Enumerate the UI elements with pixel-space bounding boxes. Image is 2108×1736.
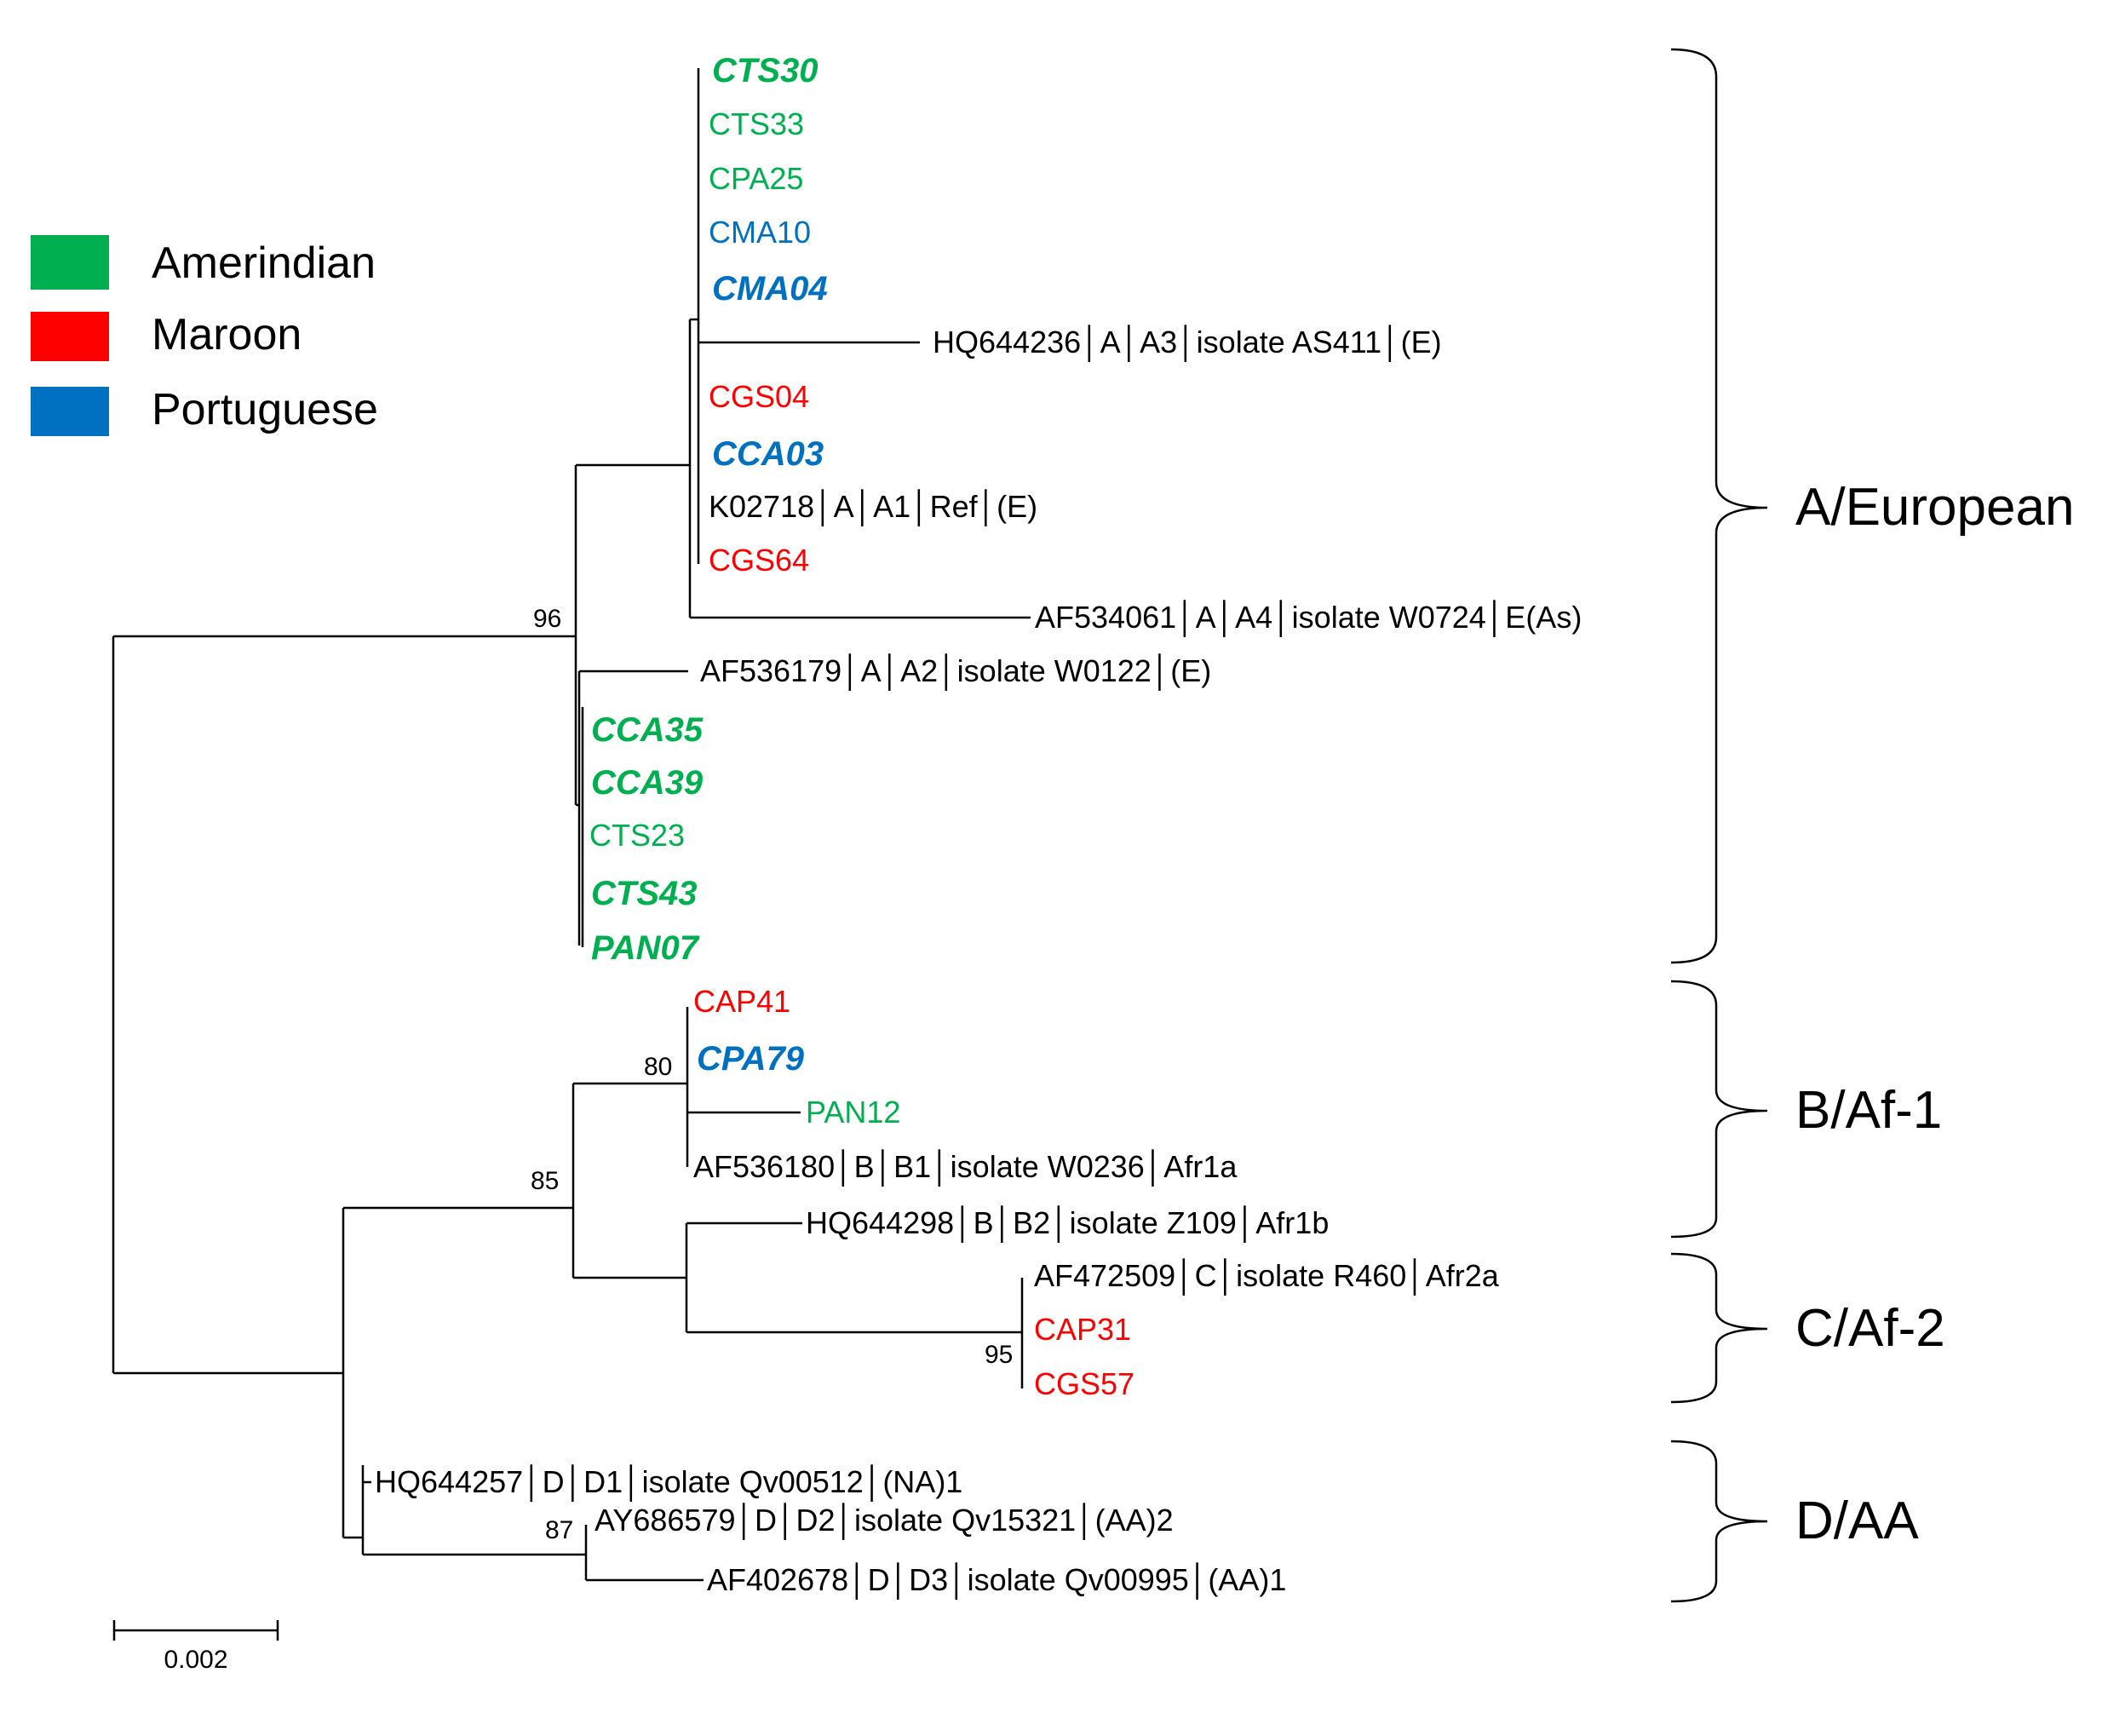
- taxon-label: CCA39: [591, 764, 704, 802]
- taxon-label: HQ644236│A│A3│isolate AS411│(E): [933, 325, 1442, 362]
- clade-label-d: D/AA: [1795, 1492, 1919, 1550]
- taxon-label: AY686579│D│D2│isolate Qv15321│(AA)2: [594, 1503, 1174, 1540]
- legend-swatch-portuguese: [31, 387, 109, 436]
- scale-bar: 0.002: [112, 1620, 279, 1674]
- taxon-label: CCA03: [712, 435, 824, 473]
- legend-swatch-amerindian: [31, 235, 109, 290]
- taxon-label: CMA10: [709, 215, 811, 250]
- taxon-label: CMA04: [712, 270, 828, 308]
- taxon-label: CTS23: [589, 818, 685, 853]
- taxon-label: PAN12: [806, 1095, 900, 1130]
- clade-brace-d: [1670, 1440, 1768, 1603]
- taxon-label: CPA25: [709, 161, 803, 196]
- taxon-label: CTS33: [709, 106, 804, 141]
- tree-branches: [112, 68, 1031, 1582]
- legend-label-amerindian: Amerindian: [152, 239, 376, 288]
- clade-brace-a: [1670, 48, 1768, 964]
- clade-label-c: C/Af-2: [1795, 1299, 1945, 1358]
- taxon-label: CTS43: [591, 875, 698, 912]
- taxon-label: CPA79: [697, 1040, 805, 1078]
- taxon-label: PAN07: [591, 929, 700, 967]
- clade-brace-b: [1670, 980, 1768, 1239]
- taxon-label: CTS30: [712, 52, 819, 89]
- taxon-label: AF534061│A│A4│isolate W0724│E(As): [1035, 600, 1582, 637]
- legend-label-maroon: Maroon: [152, 310, 302, 359]
- taxon-label: CGS64: [709, 543, 809, 578]
- scale-bar-label: 0.002: [164, 1646, 227, 1674]
- bootstrap-values: 96 80 85 95 87: [531, 605, 1013, 1544]
- taxon-label: AF536179│A│A2│isolate W0122│(E): [700, 653, 1211, 691]
- bootstrap-value: 87: [545, 1516, 573, 1544]
- taxon-label: AF472509│C│isolate R460│Afr2a: [1034, 1258, 1500, 1296]
- clade-label-b: B/Af-1: [1795, 1081, 1942, 1140]
- taxon-label: CAP41: [693, 984, 790, 1019]
- taxa-labels: CTS30 CTS33 CPA25 CMA10 CMA04 HQ644236│A…: [375, 52, 1582, 1600]
- taxon-label: HQ644298│B│B2│isolate Z109│Afr1b: [806, 1205, 1329, 1243]
- taxon-label: K02718│A│A1│Ref│(E): [709, 489, 1037, 526]
- taxon-label: AF402678│D│D3│isolate Qv00995│(AA)1: [707, 1562, 1286, 1600]
- scale-bar-line: [112, 1620, 279, 1641]
- bootstrap-value: 85: [531, 1167, 559, 1195]
- taxon-label: CAP31: [1034, 1312, 1131, 1347]
- legend-label-portuguese: Portuguese: [152, 385, 378, 434]
- taxon-label: HQ644257│D│D1│isolate Qv00512│(NA)1: [375, 1464, 962, 1502]
- taxon-label: CGS57: [1034, 1366, 1134, 1401]
- bootstrap-value: 80: [644, 1053, 672, 1081]
- bootstrap-value: 95: [985, 1341, 1013, 1369]
- taxon-label: CCA35: [591, 711, 704, 749]
- bootstrap-value: 96: [533, 605, 561, 633]
- clade-braces: A/European B/Af-1 C/Af-2 D/AA: [1670, 48, 2074, 1603]
- clade-brace-c: [1670, 1252, 1768, 1404]
- legend: Amerindian Maroon Portuguese: [31, 235, 378, 436]
- taxon-label: CGS04: [709, 379, 809, 414]
- taxon-label: AF536180│B│B1│isolate W0236│Afr1a: [693, 1149, 1238, 1187]
- legend-swatch-maroon: [31, 312, 109, 361]
- clade-label-a: A/European: [1795, 478, 2074, 537]
